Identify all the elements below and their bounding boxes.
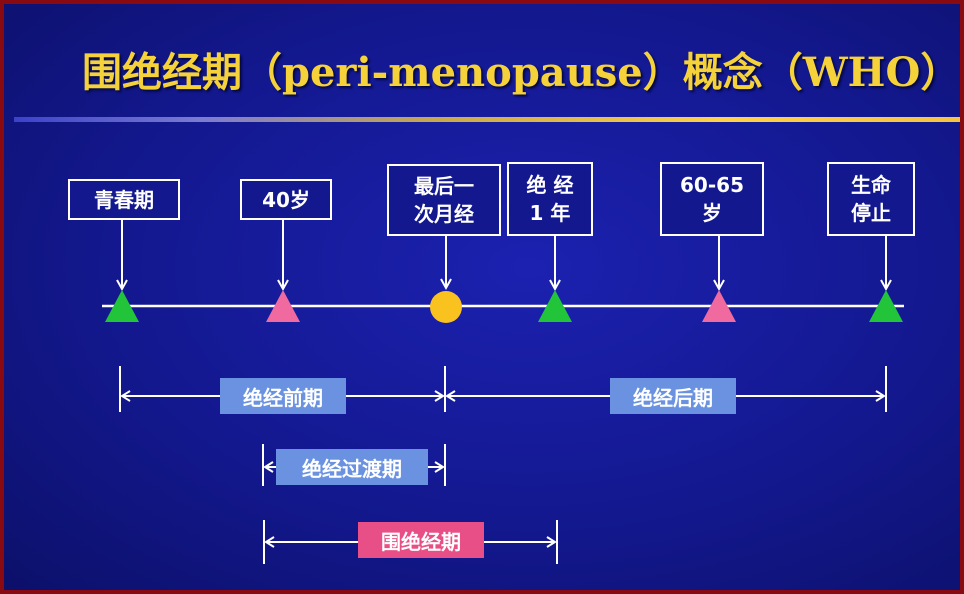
arrowhead-age60-65 xyxy=(713,279,725,292)
milestone-box-puberty: 青春期 xyxy=(68,179,180,220)
milestone-label-puberty: 青春期 xyxy=(94,187,154,212)
marker-menopause-1yr xyxy=(538,290,572,322)
arrowhead-end-of-life xyxy=(880,279,892,292)
milestone-box-age60-65: 60-65 岁 xyxy=(660,162,764,236)
arrowhead-menopause-1yr xyxy=(549,279,561,292)
span-arrow-postmenopause-left xyxy=(445,390,456,402)
span-label-premenopause: 绝经前期 xyxy=(220,378,346,414)
milestone-box-end-of-life: 生命 停止 xyxy=(827,162,915,236)
milestone-label-last-menses: 最后一 次月经 xyxy=(414,174,474,226)
milestone-label-end-of-life: 生命 停止 xyxy=(851,173,891,225)
arrowhead-puberty xyxy=(116,279,128,292)
span-label-postmenopause: 绝经后期 xyxy=(610,378,736,414)
marker-last-menses xyxy=(430,291,462,323)
milestone-box-age40: 40岁 xyxy=(240,179,332,220)
marker-end-of-life xyxy=(869,290,903,322)
arrowhead-last-menses xyxy=(440,278,452,291)
title-divider xyxy=(14,117,960,122)
span-arrow-transition-left xyxy=(263,461,274,473)
milestone-label-age40: 40岁 xyxy=(262,187,310,212)
span-label-transition: 绝经过渡期 xyxy=(276,449,428,485)
span-arrow-transition-right xyxy=(434,461,445,473)
span-arrow-premenopause-right xyxy=(434,390,445,402)
milestone-label-age60-65: 60-65 岁 xyxy=(680,173,744,225)
marker-age40 xyxy=(266,290,300,322)
milestone-box-menopause-1yr: 绝 经 1 年 xyxy=(507,162,593,236)
milestone-label-menopause-1yr: 绝 经 1 年 xyxy=(526,173,574,225)
timeline-diagram xyxy=(102,220,904,564)
span-arrow-premenopause-left xyxy=(120,390,131,402)
span-arrow-perimenopause-left xyxy=(264,536,275,548)
milestone-box-last-menses: 最后一 次月经 xyxy=(387,164,501,236)
span-label-perimenopause: 围绝经期 xyxy=(358,522,484,558)
span-arrow-perimenopause-right xyxy=(546,536,557,548)
arrowhead-age40 xyxy=(277,279,289,292)
slide-title: 围绝经期（peri-menopause）概念（WHO） xyxy=(82,49,961,96)
marker-puberty xyxy=(105,290,139,322)
span-arrow-postmenopause-right xyxy=(875,390,886,402)
marker-age60-65 xyxy=(702,290,736,322)
